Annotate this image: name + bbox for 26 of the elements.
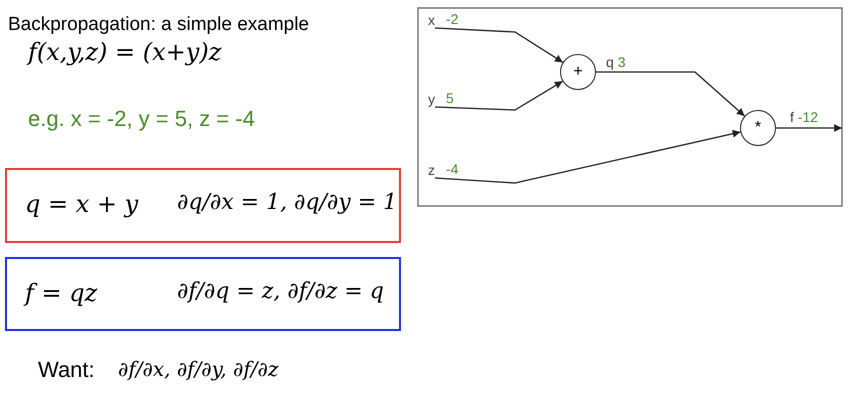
input-variable: y <box>428 91 435 107</box>
input-variable: x <box>428 12 435 28</box>
slide-title: Backpropagation: a simple example <box>8 14 310 36</box>
input-value: -2 <box>446 11 458 27</box>
want-label: Want: <box>38 357 95 383</box>
edge-label: f -12 <box>790 109 818 125</box>
example-values: e.g. x = -2, y = 5, z = -4 <box>28 106 255 132</box>
target-formula: ∂f/∂x, ∂f/∂y, ∂f/∂z <box>118 357 278 381</box>
arrow <box>776 124 842 132</box>
arrow <box>434 130 741 184</box>
operation-node: + <box>560 54 596 90</box>
derivative-formula: ∂q/∂x = 1, ∂q/∂y = 1 <box>177 190 398 215</box>
arrow <box>434 27 564 63</box>
equation: f = qz <box>25 279 98 307</box>
edge-label: q 3 <box>606 54 626 70</box>
equation-box <box>5 168 401 243</box>
arrow <box>434 80 563 111</box>
input-value: -4 <box>446 161 458 177</box>
formula: f(x,y,z) = (x+y)z <box>28 38 222 66</box>
arrow <box>596 71 745 117</box>
input-value: 5 <box>446 90 454 106</box>
equation-box <box>5 257 401 331</box>
derivative-formula: ∂f/∂q = z, ∂f/∂z = q <box>177 279 384 304</box>
operation-node: * <box>740 110 776 146</box>
equation: q = x + y <box>25 190 138 218</box>
input-variable: z <box>428 162 435 178</box>
